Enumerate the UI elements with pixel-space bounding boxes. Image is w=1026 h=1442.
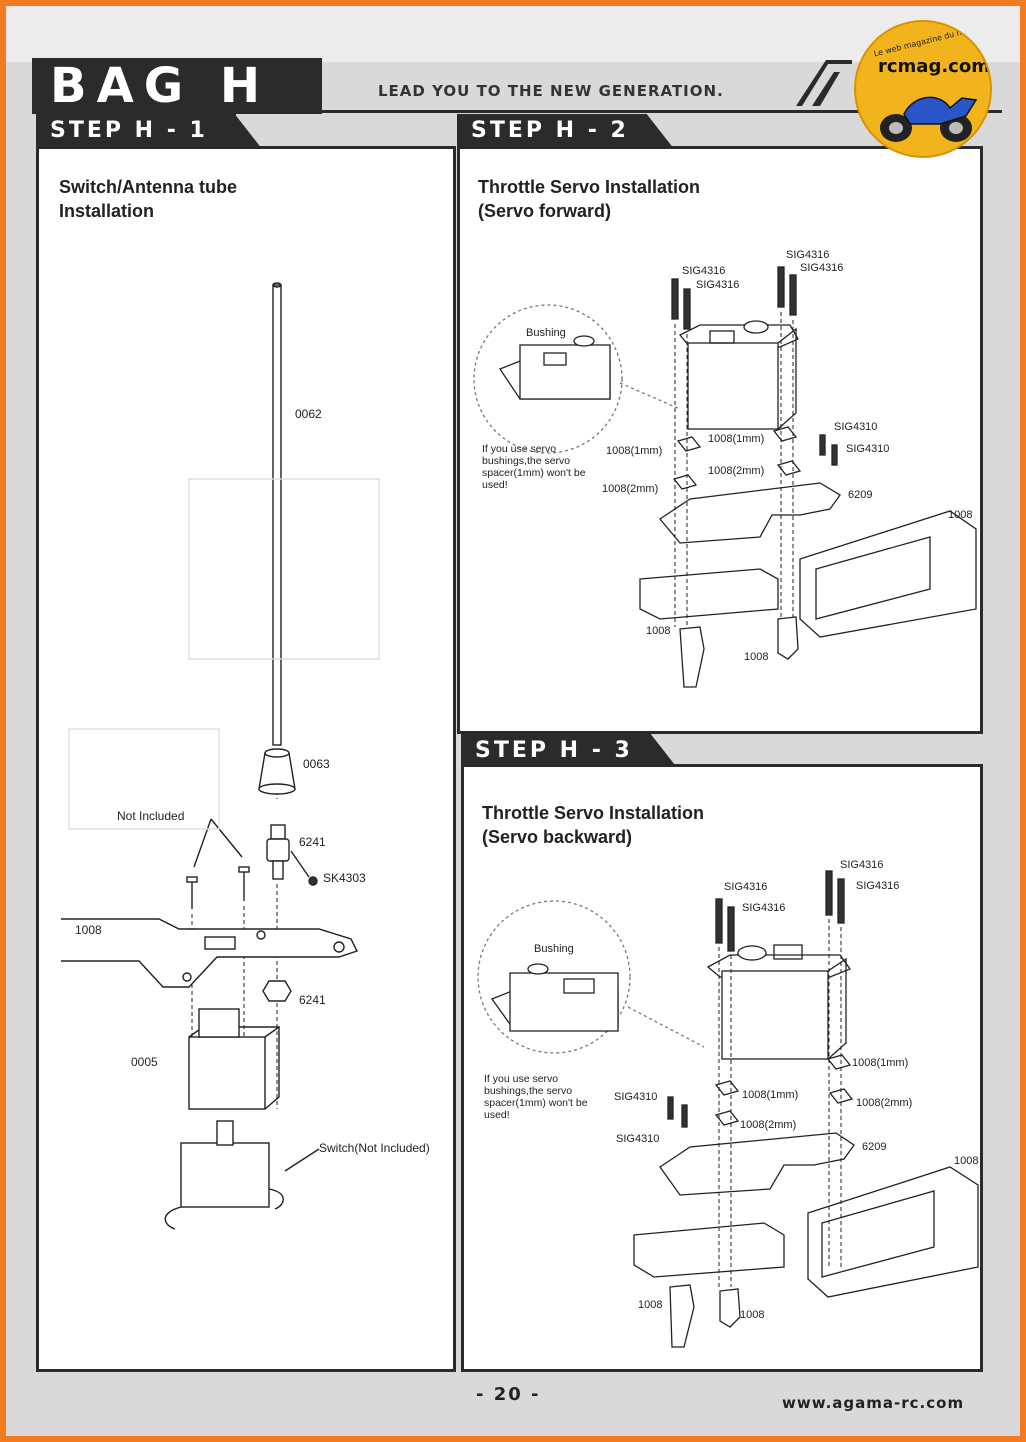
step-h1-title-line1: Switch/Antenna tube	[59, 177, 238, 197]
label-sig4316-a1: SIG4316	[682, 265, 726, 277]
note-h2-line2: bushings,the servo	[482, 455, 571, 467]
label-1008-post-right-h2: 1008	[744, 651, 769, 663]
manual-page: BAG H LEAD YOU TO THE NEW GENERATION. ST…	[6, 6, 1020, 1436]
note-h2-line4: used!	[482, 479, 508, 491]
label-1008-2mm-mid-h3: 1008(2mm)	[740, 1119, 797, 1131]
label-1008-1mm-right: 1008(1mm)	[708, 433, 765, 445]
note-h2-line1: If you use servo	[482, 443, 557, 455]
label-0005: 0005	[131, 1055, 158, 1069]
step-h2-diagram	[473, 266, 977, 688]
label-1008-chassis-h3: 1008	[954, 1155, 979, 1167]
label-1008-1mm-right-h3: 1008(1mm)	[852, 1057, 909, 1069]
note-h3-line3: spacer(1mm) won't be	[484, 1097, 588, 1109]
step-h2-title-line2: (Servo forward)	[478, 201, 612, 221]
header-slogan: LEAD YOU TO THE NEW GENERATION.	[378, 82, 724, 100]
label-0063: 0063	[303, 757, 330, 771]
label-1008-2mm-left: 1008(2mm)	[602, 483, 659, 495]
rc-car-icon	[880, 96, 978, 142]
label-sig4316-b1: SIG4316	[786, 249, 830, 261]
label-sig4310-c1-h3: SIG4310	[614, 1091, 658, 1103]
step-h3-tab: STEP H - 3	[461, 734, 651, 768]
header-rule	[322, 110, 1002, 113]
step-h1-panel: Switch/Antenna tube Installation	[36, 146, 456, 1372]
note-h3-line1: If you use servo	[484, 1073, 559, 1085]
label-sig4316-a2-h3: SIG4316	[742, 902, 786, 914]
website-link[interactable]: www.agama-rc.com	[782, 1394, 965, 1412]
step-h3-panel: Throttle Servo Installation (Servo backw…	[461, 764, 983, 1372]
bag-banner: BAG H	[32, 58, 322, 114]
step-h3-title-line2: (Servo backward)	[482, 827, 633, 847]
label-switch: Switch(Not Included)	[319, 1141, 430, 1155]
label-1008-post-left-h2: 1008	[646, 625, 671, 637]
note-h3-line4: used!	[484, 1109, 510, 1121]
label-sig4316-b2-h3: SIG4316	[856, 880, 900, 892]
label-sig4316-b1-h3: SIG4316	[840, 859, 884, 871]
label-1008-1mm-left: 1008(1mm)	[606, 445, 663, 457]
step-h1-title-line2: Installation	[59, 201, 155, 221]
label-bushing-h2: Bushing	[526, 327, 566, 339]
note-h3-line2: bushings,the servo	[484, 1085, 573, 1097]
label-1008-post-right-h3: 1008	[740, 1309, 765, 1321]
brand-logo-icon	[796, 60, 852, 106]
top-strip	[6, 6, 1020, 62]
step-h1-diagram	[61, 282, 380, 1230]
label-sig4310-c2-h3: SIG4310	[616, 1133, 660, 1145]
rcmag-watermark: Le web magazine du modelisme rcmag.com	[854, 20, 992, 158]
label-1008-chassis-h2: 1008	[948, 509, 973, 521]
step-h2-tab: STEP H - 2	[457, 114, 647, 148]
step-h3-diagram	[477, 870, 979, 1348]
label-sig4316-b2: SIG4316	[800, 262, 844, 274]
label-6241-mount: 6241	[299, 835, 326, 849]
label-1008-post-left-h3: 1008	[638, 1299, 663, 1311]
label-1008-plate: 1008	[75, 923, 102, 937]
label-sig4310-c2: SIG4310	[846, 443, 890, 455]
label-sig4310-c1: SIG4310	[834, 421, 878, 433]
watermark-name: rcmag.com	[878, 56, 990, 77]
note-h3: If you use servo bushings,the servo spac…	[484, 1073, 588, 1121]
step-h2-panel: Throttle Servo Installation (Servo forwa…	[457, 146, 983, 734]
bag-title: BAG H	[50, 58, 271, 114]
label-6209-h2: 6209	[848, 489, 873, 501]
label-sig4316-a1-h3: SIG4316	[724, 881, 768, 893]
label-sk4303: SK4303	[323, 871, 366, 885]
label-6241-nut: 6241	[299, 993, 326, 1007]
label-0062: 0062	[295, 407, 322, 421]
step-h1-tab: STEP H - 1	[36, 114, 236, 148]
label-1008-1mm-mid-h3: 1008(1mm)	[742, 1089, 799, 1101]
label-1008-2mm-right: 1008(2mm)	[708, 465, 765, 477]
step-h3-title-line1: Throttle Servo Installation	[482, 803, 705, 823]
label-sig4316-a2: SIG4316	[696, 279, 740, 291]
label-1008-2mm-right-h3: 1008(2mm)	[856, 1097, 913, 1109]
note-h2: If you use servo bushings,the servo spac…	[482, 443, 586, 491]
step-h2-title-line1: Throttle Servo Installation	[478, 177, 701, 197]
page-number: - 20 -	[476, 1384, 541, 1405]
note-h2-line3: spacer(1mm) won't be	[482, 467, 586, 479]
label-6209-h3: 6209	[862, 1141, 887, 1153]
label-not-included: Not Included	[117, 809, 185, 823]
label-bushing-h3: Bushing	[534, 943, 574, 955]
